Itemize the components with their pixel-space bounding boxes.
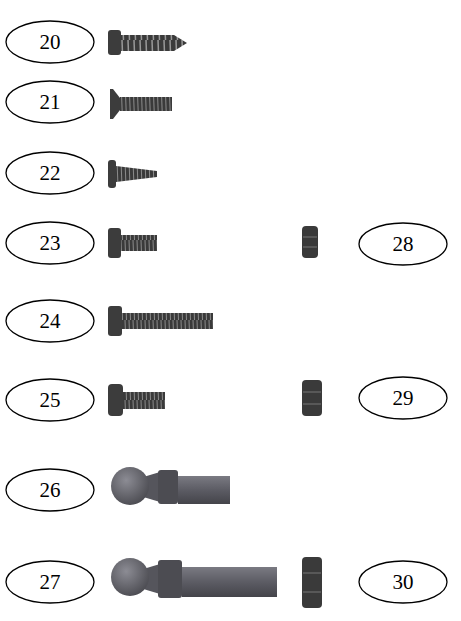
callout-number: 24: [5, 299, 95, 343]
bolt-thread: [123, 392, 165, 409]
callout-number: 22: [5, 151, 95, 195]
countersunk-head: [110, 89, 120, 119]
bolt-thread: [122, 313, 213, 329]
hex-nut: [302, 226, 318, 258]
bolt-head: [108, 384, 123, 416]
callout-ellipse: 28: [358, 222, 448, 266]
callout-number: 23: [5, 221, 95, 265]
callout-ellipse: 24: [5, 299, 95, 343]
callout-ellipse: 23: [5, 221, 95, 265]
callout-ellipse: 22: [5, 151, 95, 195]
ball-stud-shank: [178, 476, 230, 504]
lag-screw-thread: [121, 35, 187, 51]
callout-number: 30: [358, 560, 448, 604]
callout-ellipse: 26: [5, 468, 95, 512]
ball-stud-collar: [158, 560, 182, 598]
ball-stud-ball: [111, 558, 149, 596]
callout-ellipse: 25: [5, 378, 95, 422]
bolt-head: [108, 306, 122, 336]
callout-number: 20: [5, 20, 95, 64]
ball-stud-ball: [111, 467, 149, 505]
bolt-head: [108, 228, 121, 258]
bolt-thread: [121, 235, 157, 251]
screw-head: [108, 160, 116, 188]
callout-number: 28: [358, 222, 448, 266]
callout-number: 27: [5, 560, 95, 604]
callout-number: 29: [358, 376, 448, 420]
screw-head: [108, 30, 121, 55]
callout-ellipse: 21: [5, 80, 95, 124]
callout-number: 21: [5, 80, 95, 124]
callout-ellipse: 27: [5, 560, 95, 604]
hex-nut: [302, 380, 322, 416]
hex-nut: [302, 557, 322, 608]
callout-number: 26: [5, 468, 95, 512]
tapered-thread: [116, 166, 157, 182]
screw-thread: [120, 97, 172, 111]
ball-stud-shank: [182, 567, 277, 597]
callout-ellipse: 30: [358, 560, 448, 604]
ball-stud-collar: [158, 470, 178, 504]
callout-ellipse: 20: [5, 20, 95, 64]
callout-ellipse: 29: [358, 376, 448, 420]
callout-number: 25: [5, 378, 95, 422]
